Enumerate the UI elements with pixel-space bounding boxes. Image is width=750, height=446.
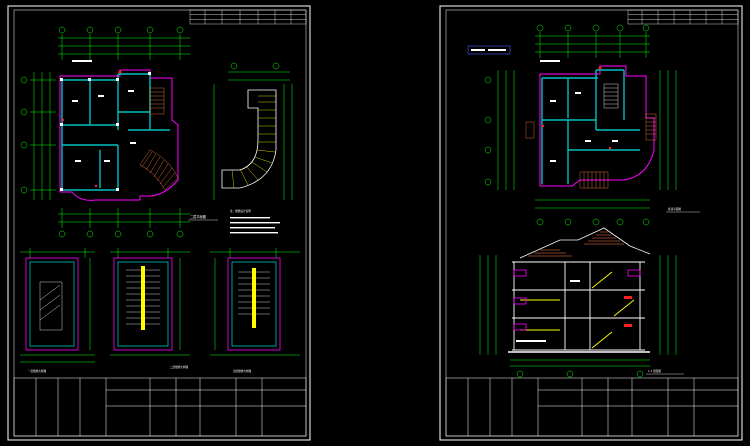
right-title-stub (627, 9, 739, 25)
left-stair-detail-b (110, 248, 190, 356)
right-sheet: 屋顶平面图 (439, 5, 743, 441)
right-plan-title: 屋顶平面图 (668, 207, 681, 211)
left-plan-dim-bottom (58, 208, 190, 228)
left-stair-detail-a-title: 一层楼梯大样图 (28, 369, 47, 373)
right-title-block (445, 377, 739, 437)
left-plan-column-markers (60, 72, 151, 191)
right-floor-plan: 屋顶平面图 (467, 24, 700, 226)
left-plan-room-marks (72, 60, 136, 162)
left-title-stub (189, 9, 307, 25)
left-plan-curved-stair (139, 149, 179, 191)
left-plan-outline (59, 69, 179, 201)
left-title-block (13, 377, 307, 437)
left-sheet: 二层平面图 注：楼梯设计说明 一层楼梯大样图 (7, 5, 311, 441)
left-spiral-stair-detail (213, 62, 293, 200)
left-sheet-border (7, 5, 311, 441)
left-plan-caption: 二层平面图 注：楼梯设计说明 (188, 209, 280, 234)
left-stair-detail-b-title: 二层楼梯大样图 (170, 365, 189, 369)
left-plan-axis-bubbles-bottom (58, 230, 184, 238)
left-stair-detail-c: 顶层楼梯大样图 (210, 248, 300, 373)
left-plan-door-markers (61, 70, 122, 188)
left-plan-axis-bubbles-top (58, 26, 184, 34)
left-stair-detail-c-title: 顶层楼梯大样图 (233, 369, 252, 373)
right-sheet-border (439, 5, 743, 441)
right-building-section: 1-1 剖面图 (479, 227, 684, 378)
right-section-title: 1-1 剖面图 (648, 369, 661, 373)
left-stair-detail-a: 一层楼梯大样图 (20, 248, 95, 373)
left-notes-title: 注：楼梯设计说明 (230, 209, 251, 213)
left-plan-stair-block (149, 87, 165, 115)
left-plan-axis-bubbles-left (20, 76, 28, 194)
left-plan-walls (61, 73, 170, 191)
left-plan-title: 二层平面图 (190, 214, 206, 219)
left-plan-dim-top (58, 34, 190, 60)
left-plan-dim-left (30, 72, 56, 200)
left-floor-plan (20, 26, 190, 238)
